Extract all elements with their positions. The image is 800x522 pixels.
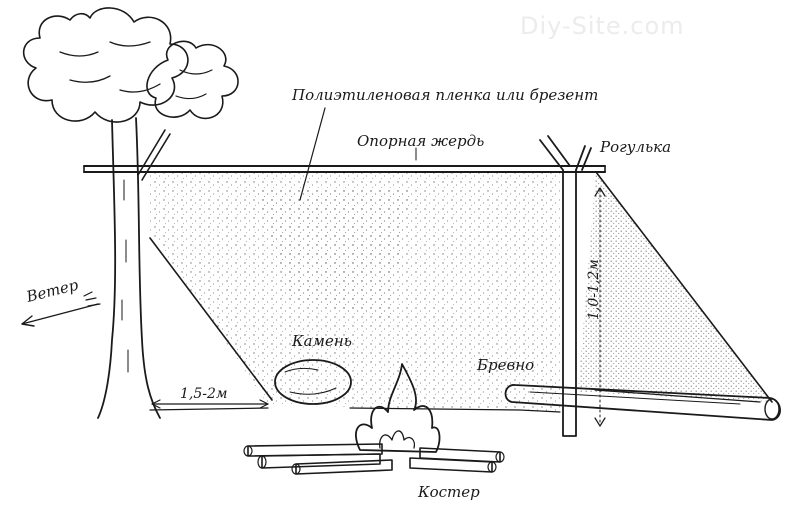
film-label: Полиэтиленовая пленка или брезент — [291, 86, 598, 104]
log-label: Бревно — [476, 356, 534, 374]
height-label: 1,0-1,2м — [586, 259, 602, 320]
ground-line — [149, 407, 561, 413]
wind-label: Ветер — [24, 276, 81, 307]
tree — [22, 7, 239, 419]
stone — [274, 359, 352, 405]
fire-logs — [243, 443, 505, 475]
fork-label: Рогулька — [599, 138, 671, 156]
stone-label: Камень — [291, 332, 352, 350]
log — [504, 384, 781, 421]
tarp — [149, 170, 773, 412]
distance-label: 1,5-2м — [180, 386, 228, 402]
film-leader — [299, 107, 326, 201]
height-dimension — [594, 187, 606, 427]
pole-label: Опорная жердь — [357, 132, 484, 150]
fork-stake — [539, 135, 592, 437]
support-pole — [83, 165, 606, 173]
fire-label: Костер — [417, 483, 480, 501]
wind-arrow — [21, 291, 101, 327]
watermark-text: Diy-Site.com — [520, 12, 685, 40]
campfire — [243, 363, 505, 475]
distance-dimension — [151, 399, 269, 409]
